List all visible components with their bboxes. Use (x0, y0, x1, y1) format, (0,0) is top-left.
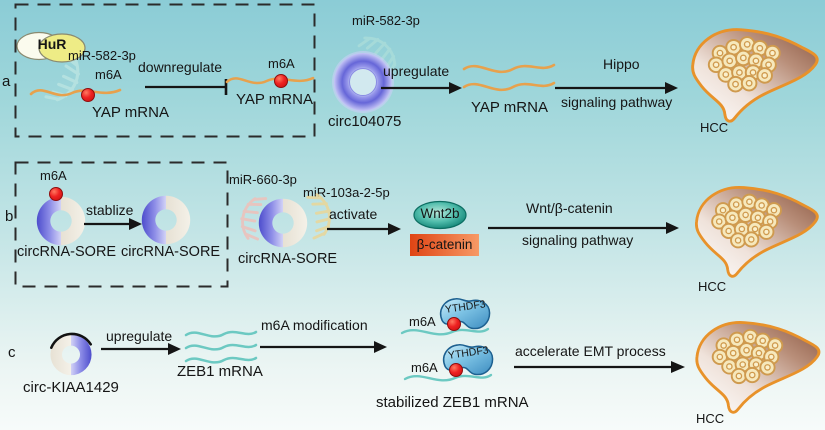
hcc-liver-illustration (684, 22, 824, 125)
m6a-label: m6A (409, 314, 436, 329)
hcc-label: HCC (696, 411, 725, 426)
upregulate-label: upregulate (106, 328, 173, 344)
hcc-liver-illustration (686, 315, 825, 416)
hcc-label: HCC (698, 279, 727, 294)
circrna-sore-donut (139, 193, 193, 247)
upregulate-arrow (381, 82, 462, 94)
circ-kiaa1429-donut (47, 327, 95, 377)
circrna-sore-donut (34, 194, 88, 248)
m6a-dot-icon (49, 187, 63, 201)
activate-label: activate (329, 206, 378, 222)
pathway-arrow (555, 82, 678, 94)
zeb1-mrna-label: ZEB1 mRNA (177, 363, 263, 380)
activate-arrow (327, 223, 401, 235)
downregulate-label: downregulate (138, 59, 223, 75)
panel-b-label: b (5, 208, 14, 225)
wnt2b-ellipse (413, 200, 467, 230)
mir-103-label: miR-103a-2-5p (303, 185, 390, 200)
mir-660-label: miR-660-3p (229, 172, 297, 187)
circrna-sore-donut (256, 196, 310, 250)
wnt2b-label: Wnt2b (420, 206, 460, 221)
hur-protein-shape (16, 31, 86, 63)
mir-582-label: miR-582-3p (352, 13, 420, 28)
panel-a-dashed-box (14, 3, 316, 138)
yap-mrna-wave (225, 76, 315, 85)
yap-mrna-label: YAP mRNA (236, 91, 313, 108)
yap-mrna-label: YAP mRNA (92, 104, 169, 121)
circ104075-label: circ104075 (328, 113, 402, 130)
emt-label: accelerate EMT process (515, 343, 666, 359)
m6a-label: m6A (95, 67, 122, 82)
emt-arrow (514, 361, 685, 373)
stabilized-zeb1-label: stabilized ZEB1 mRNA (376, 394, 529, 411)
m6a-dot-icon (447, 317, 461, 331)
b-catenin-badge: β-catenin (410, 234, 479, 256)
m6a-label: m6A (268, 56, 295, 71)
zeb1-mrna-wave (403, 373, 493, 382)
m6a-label: m6A (411, 360, 438, 375)
zeb1-mrna-wave (400, 327, 490, 336)
m6a-dot-icon (274, 74, 288, 88)
pathway-arrow (488, 222, 679, 234)
circrna-sore-label: circRNA-SORE (121, 244, 221, 260)
yap-mrna-wave (29, 88, 122, 97)
circ104075-donut (332, 51, 394, 113)
m6a-label: m6A (40, 168, 67, 183)
hur-label: HuR (37, 36, 67, 52)
m6a-modification-arrow (260, 341, 387, 353)
panel-b-dashed-box (14, 161, 229, 288)
hcc-liver-illustration (686, 180, 825, 280)
hippo-label: Hippo (603, 56, 640, 72)
m6a-dot-icon (449, 363, 463, 377)
panel-a-label: a (2, 73, 11, 90)
signaling-pathway-label: signaling pathway (522, 232, 634, 248)
m6a-dot-icon (81, 88, 95, 102)
circrna-sore-label: circRNA-SORE (17, 244, 117, 260)
yap-mrna-double-wave (462, 63, 556, 92)
hcc-label: HCC (700, 120, 729, 135)
stablize-arrow (84, 218, 142, 230)
yap-mrna-label: YAP mRNA (471, 99, 548, 116)
stablize-label: stablize (86, 202, 134, 218)
circrna-sore-label: circRNA-SORE (238, 251, 338, 267)
signaling-pathway-label: signaling pathway (561, 94, 673, 110)
upregulate-label: upregulate (383, 63, 450, 79)
wnt-pathway-label: Wnt/β-catenin (526, 200, 613, 216)
mir-582-label: miR-582-3p (68, 48, 136, 63)
circ-kiaa1429-label: circ-KIAA1429 (23, 379, 119, 396)
m6a-modification-label: m6A modification (261, 317, 368, 333)
upregulate-arrow (101, 343, 181, 355)
zeb1-mrna-waves (184, 330, 258, 364)
panel-c-label: c (8, 344, 16, 361)
inhibition-arrow (145, 79, 228, 95)
